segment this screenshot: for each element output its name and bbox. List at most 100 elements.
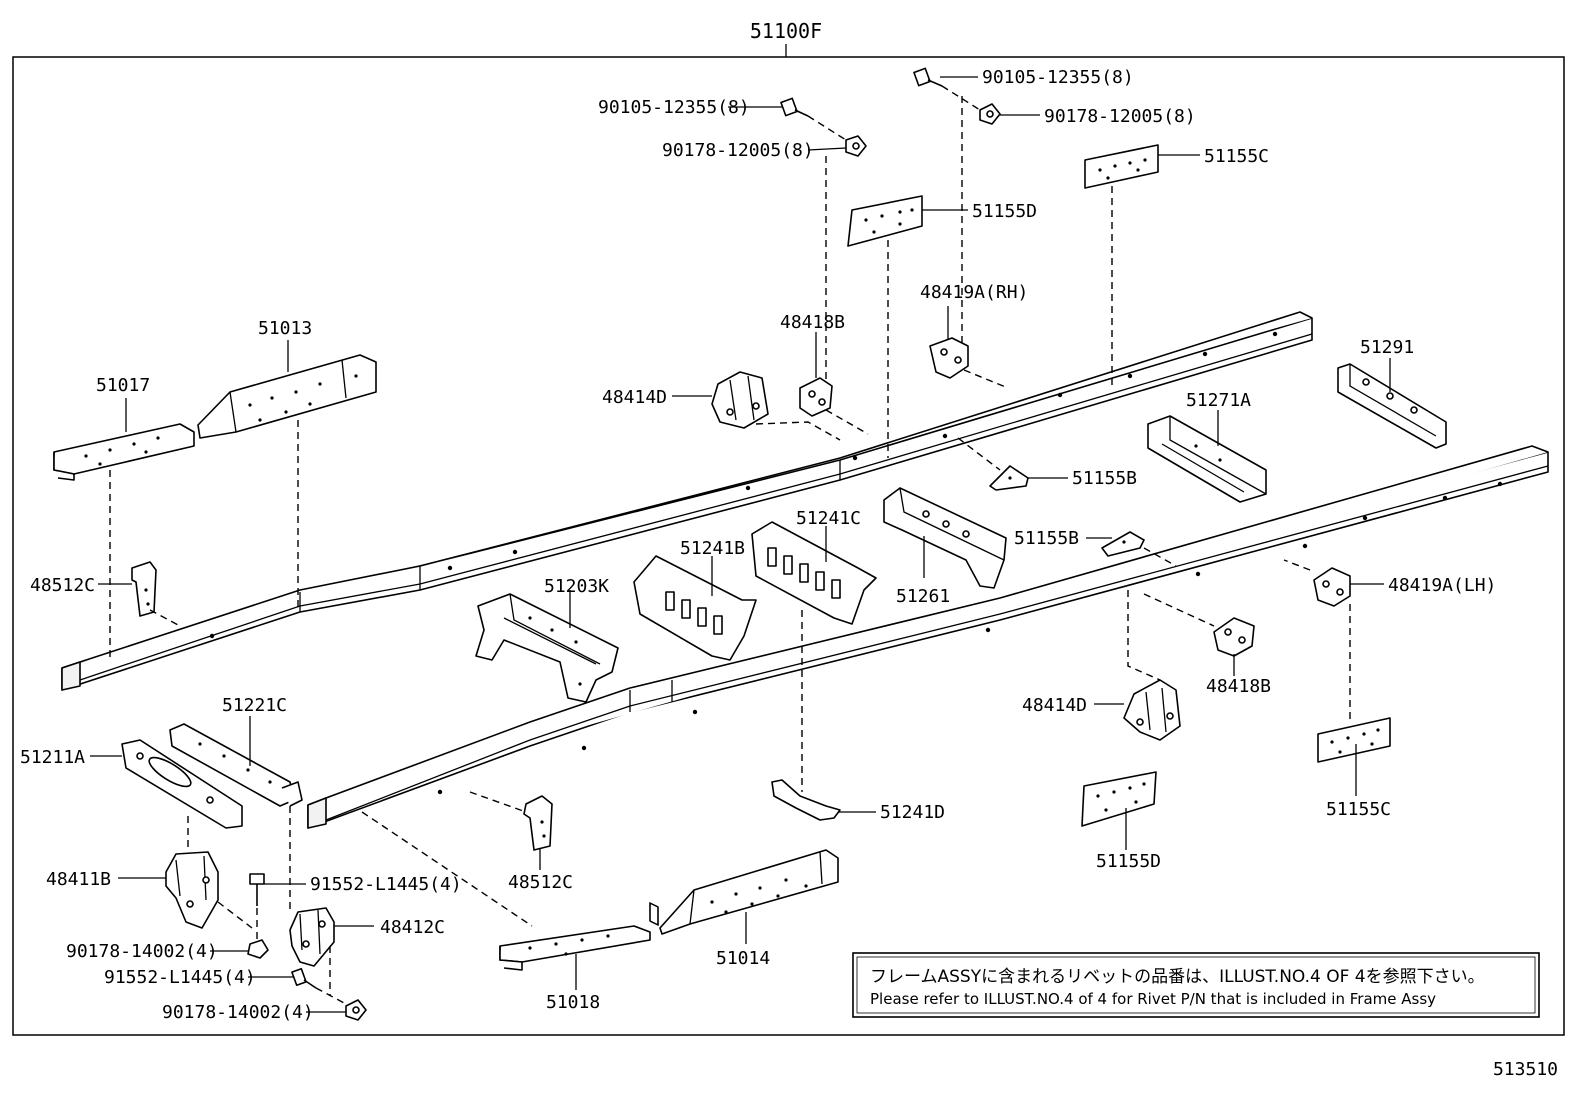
label-51155D-top: 51155D: [972, 201, 1037, 222]
guide-48414D-right: [1127, 590, 1161, 681]
guide-bolt-nut-left: [807, 115, 847, 141]
figure-code: 513510: [1493, 1059, 1558, 1080]
label-90178-lower: 90178-14002(4): [162, 1002, 314, 1023]
guide-48419A-rh: [963, 369, 1009, 389]
label-51155B-mid: 51155B: [1014, 528, 1079, 549]
bolt-top-left-icon: [780, 97, 809, 117]
guide-48414D-top: [755, 421, 841, 441]
guide-48411B: [217, 901, 253, 929]
bracket-48411B: [165, 851, 219, 929]
bracket-51241D: [771, 779, 841, 821]
crossmember-51261: [883, 487, 1007, 589]
bracket-48414D-right: [1123, 679, 1181, 741]
member-51013: [197, 354, 377, 439]
assembly-border: [12, 56, 1565, 1036]
label-nut-top-right: 90178-12005(8): [1044, 106, 1196, 127]
plate-51155C-bottom: [1317, 717, 1391, 763]
plate-51155C-top: [1084, 144, 1159, 189]
guide-48419A-lh: [1283, 559, 1311, 571]
label-48512C-bottom: 48512C: [508, 872, 573, 893]
note-box-inner: [856, 956, 1536, 1014]
bolt-91552-lower-icon: [291, 967, 317, 989]
crossmember-51203K: [475, 593, 619, 703]
guide-48512C-bottom: [469, 791, 527, 813]
guide-51018: [361, 811, 533, 927]
nut-90178-lower-icon: [345, 999, 367, 1021]
guide-48418B-right: [1143, 593, 1215, 627]
bracket-48512C-bottom: [523, 795, 553, 851]
label-48412C: 48412C: [380, 917, 445, 938]
label-51013: 51013: [258, 318, 312, 339]
label-48414D-right: 48414D: [1022, 695, 1087, 716]
guide-51155B-top: [957, 437, 1001, 471]
label-51155C-top: 51155C: [1204, 146, 1269, 167]
label-51261: 51261: [896, 586, 950, 607]
bracket-48419A-rh: [929, 337, 969, 379]
plate-51155D-bottom: [1081, 771, 1157, 827]
label-48419A-lh: 48419A(LH): [1388, 575, 1496, 596]
label-51155D-bottom: 51155D: [1096, 851, 1161, 872]
member-51291: [1337, 363, 1447, 449]
label-51018: 51018: [546, 992, 600, 1013]
label-51155C-bottom: 51155C: [1326, 799, 1391, 820]
label-48418B-top: 48418B: [780, 312, 845, 333]
bracket-48418B-right: [1213, 617, 1255, 657]
frame-rail-left: [61, 311, 1313, 691]
label-51211A: 51211A: [20, 747, 85, 768]
label-48411B: 48411B: [46, 869, 111, 890]
label-51203K: 51203K: [544, 576, 609, 597]
plate-51155D-top: [847, 195, 923, 247]
bolt-91552-upper-icon: [249, 873, 265, 906]
label-51221C: 51221C: [222, 695, 287, 716]
bracket-48512C-left: [131, 561, 157, 617]
note-jp: フレームASSYに含まれるリベットの品番は、ILLUST.NO.4 OF 4を参…: [870, 967, 1485, 987]
label-nut-top-left: 90178-12005(8): [662, 140, 814, 161]
nut-top-left-icon: [845, 135, 867, 157]
crossmember-51241C: [751, 521, 877, 625]
member-51221C: [169, 723, 303, 807]
crossmember-51241B: [633, 555, 757, 926]
guide-48418B-top: [825, 409, 869, 435]
label-51271A: 51271A: [1186, 390, 1251, 411]
label-51014: 51014: [716, 948, 770, 969]
nut-90178-upper-icon: [247, 939, 269, 959]
guide-91552-lower: [315, 987, 347, 1005]
nut-top-right-icon: [979, 103, 1001, 125]
frame-rail-right: [307, 445, 1549, 829]
label-bolt-top-right: 90105-12355(8): [982, 67, 1134, 88]
label-48418B-right: 48418B: [1206, 676, 1271, 697]
label-48414D-top: 48414D: [602, 387, 667, 408]
label-48419A-rh: 48419A(RH): [920, 282, 1028, 303]
plate-51155B-mid: [1101, 531, 1145, 557]
label-51241D: 51241D: [880, 802, 945, 823]
member-51018: [499, 925, 651, 971]
bolt-top-right-icon: [913, 67, 943, 87]
label-51241B: 51241B: [680, 538, 745, 559]
plate-51155B-top: [989, 465, 1029, 491]
member-51014: [659, 849, 839, 935]
note-box: [852, 952, 1540, 1018]
label-51241C: 51241C: [796, 508, 861, 529]
label-51155B-top: 51155B: [1072, 468, 1137, 489]
label-bolt-top-left: 90105-12355(8): [598, 97, 750, 118]
member-51271A: [1147, 415, 1267, 503]
guide-51155B-mid: [1143, 547, 1177, 567]
guide-bolt-nut-right: [941, 85, 981, 111]
assembly-label: 51100F: [750, 19, 822, 43]
member-51211A: [121, 739, 243, 829]
bracket-48418B-top: [799, 377, 833, 417]
label-91552-upper: 91552-L1445(4): [310, 874, 462, 895]
label-51017: 51017: [96, 375, 150, 396]
bracket-48412C: [289, 907, 335, 967]
note-en: Please refer to ILLUST.NO.4 of 4 for Riv…: [870, 990, 1436, 1008]
guide-48512C-left: [149, 609, 181, 627]
label-90178-upper: 90178-14002(4): [66, 941, 218, 962]
bracket-48414D-top: [711, 371, 769, 429]
label-48512C-left: 48512C: [30, 575, 95, 596]
label-51291: 51291: [1360, 337, 1414, 358]
label-91552-lower: 91552-L1445(4): [104, 967, 256, 988]
member-51017: [53, 423, 195, 481]
bracket-48419A-lh: [1313, 567, 1351, 607]
